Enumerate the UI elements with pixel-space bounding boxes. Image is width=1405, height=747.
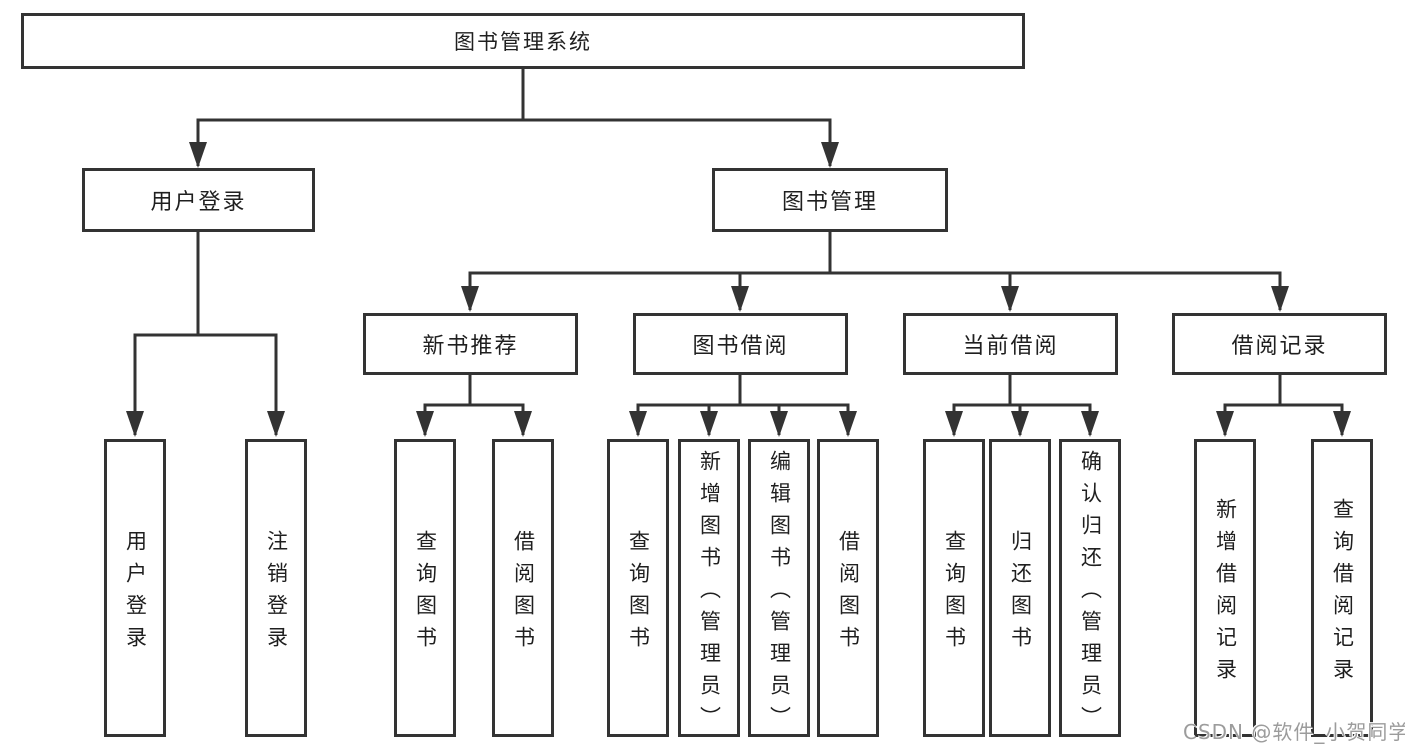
node-label: 新增借阅记录	[1213, 497, 1238, 690]
node-label: 查询图书	[942, 529, 967, 658]
node-label: 查询图书	[413, 529, 438, 658]
node-label: 当前借阅	[962, 334, 1059, 359]
leaf-query-books-recommend: 查询图书	[394, 439, 456, 737]
csdn-watermark: CSDN @软件_小贺同学	[1183, 720, 1405, 744]
node-label: 查询图书	[626, 529, 651, 658]
leaf-edit-book-admin: 编辑图书（管理员）	[748, 439, 810, 738]
node-root-system: 图书管理系统	[21, 13, 1025, 69]
node-label: 图书管理系统	[454, 30, 592, 54]
leaf-query-borrow-record: 查询借阅记录	[1311, 439, 1373, 737]
leaf-borrow-books: 借阅图书	[817, 439, 879, 737]
node-current-borrow: 当前借阅	[903, 313, 1118, 375]
leaf-query-books-current: 查询图书	[923, 439, 985, 737]
node-label: 查询借阅记录	[1330, 497, 1355, 690]
leaf-add-borrow-record: 新增借阅记录	[1194, 439, 1256, 737]
leaf-user-login: 用户登录	[104, 439, 166, 737]
node-label: 用户登录	[123, 529, 148, 658]
node-label: 借阅图书	[836, 529, 861, 658]
node-label: 图书管理	[781, 190, 878, 215]
node-label: 新书推荐	[422, 334, 519, 359]
node-label: 确认归还（管理员）	[1078, 449, 1103, 738]
node-user-login: 用户登录	[82, 168, 315, 232]
node-book-borrow: 图书借阅	[633, 313, 848, 375]
leaf-return-book: 归还图书	[989, 439, 1051, 737]
node-label: 新增图书（管理员）	[697, 449, 722, 738]
node-label: 借阅图书	[511, 529, 536, 658]
leaf-query-books-borrow: 查询图书	[607, 439, 669, 737]
node-new-book-recommend: 新书推荐	[363, 313, 578, 375]
node-label: 借阅记录	[1231, 334, 1328, 359]
node-label: 归还图书	[1008, 529, 1033, 658]
leaf-add-book-admin: 新增图书（管理员）	[678, 439, 740, 738]
leaf-logout: 注销登录	[245, 439, 307, 737]
node-book-management: 图书管理	[712, 168, 948, 232]
leaf-borrow-books-recommend: 借阅图书	[492, 439, 554, 737]
node-borrow-records: 借阅记录	[1172, 313, 1387, 375]
node-label: 用户登录	[150, 190, 247, 215]
node-label: 编辑图书（管理员）	[767, 449, 792, 738]
node-label: 图书借阅	[692, 334, 789, 359]
node-label: 注销登录	[264, 529, 289, 658]
leaf-confirm-return-admin: 确认归还（管理员）	[1059, 439, 1121, 738]
